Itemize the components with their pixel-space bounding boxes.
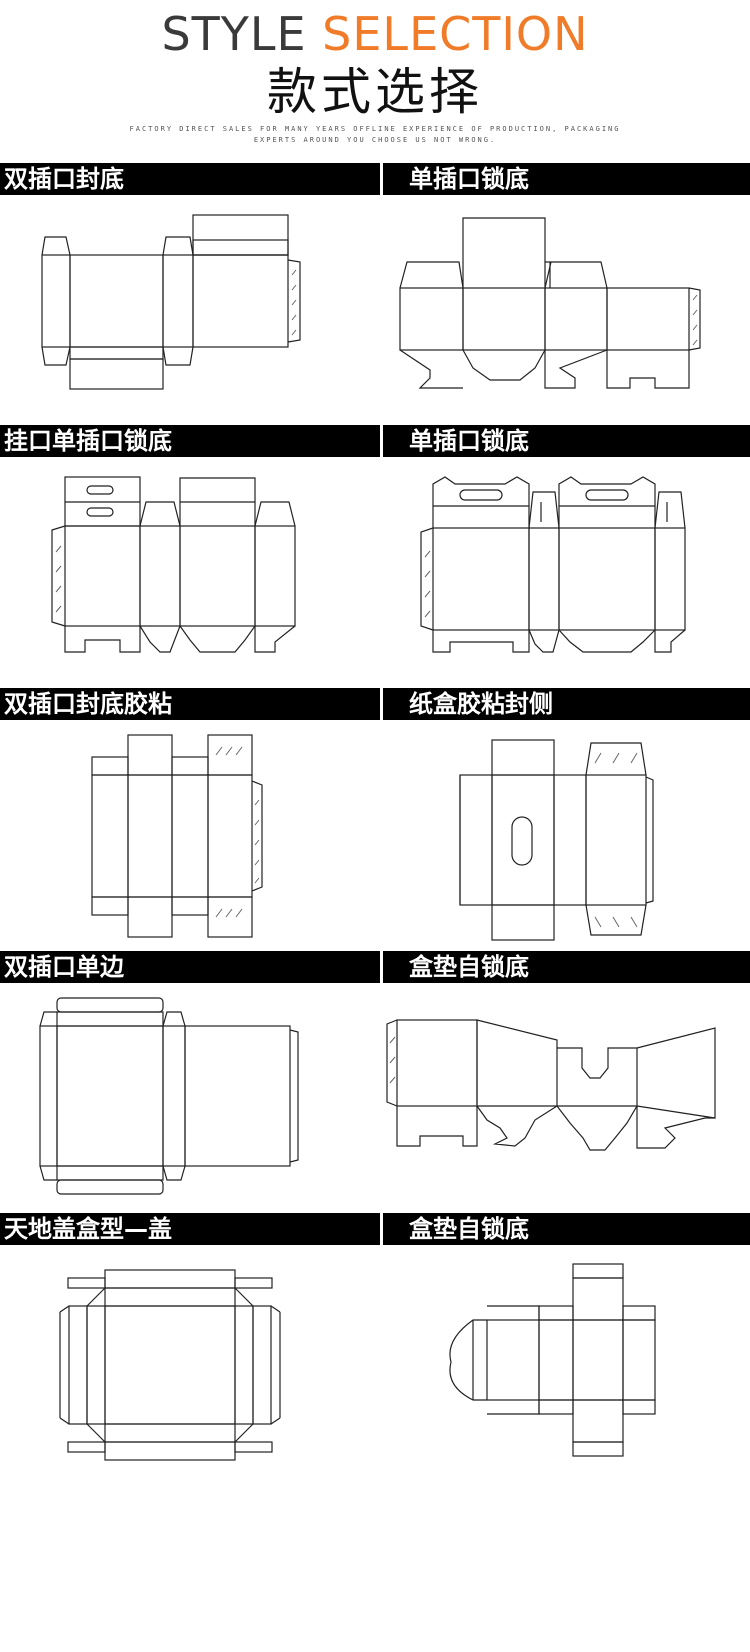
section-title-10: 盒垫自锁底	[383, 1213, 750, 1245]
section-title-7: 双插口单边	[0, 951, 380, 983]
diagram-9-lid-base-box-lid	[0, 1250, 375, 1470]
tagline-line-1: FACTORY DIRECT SALES FOR MANY YEARS OFFL…	[129, 125, 621, 133]
diagram-8-box-pad-lock-bottom	[375, 988, 750, 1208]
title-chinese: 款式选择	[267, 63, 483, 121]
section-title-4: 单插口锁底	[383, 425, 750, 457]
section-title-8: 盒垫自锁底	[383, 951, 750, 983]
diagram-6-glued-side-seal	[375, 725, 750, 945]
section-title-2: 单插口锁底	[383, 163, 750, 195]
diagram-5-double-tuck-glued	[0, 725, 375, 945]
title-english: STYLE SELECTION	[0, 4, 750, 64]
diagram-2-single-tuck-lock	[375, 200, 750, 420]
tagline-line-2: EXPERTS AROUND YOU CHOOSE US NOT WRONG.	[253, 136, 497, 144]
title-word-style: STYLE	[161, 7, 307, 61]
title-word-selection: SELECTION	[322, 7, 589, 61]
page-header: STYLE SELECTION 款式选择 FACTORY DIRECT SALE…	[0, 0, 750, 160]
section-title-5: 双插口封底胶粘	[0, 688, 380, 720]
diagram-4-single-tuck-lock-handle	[375, 462, 750, 682]
section-title-1: 双插口封底	[0, 163, 380, 195]
diagram-10-box-pad-lock-bottom-2	[375, 1250, 750, 1470]
tagline: FACTORY DIRECT SALES FOR MANY YEARS OFFL…	[100, 124, 650, 146]
diagram-3-hang-tab-single-tuck	[0, 462, 375, 682]
diagram-1-double-tuck-sealed	[0, 200, 375, 420]
diagram-7-double-tuck-single-side	[0, 988, 375, 1208]
section-title-6: 纸盒胶粘封侧	[383, 688, 750, 720]
section-title-9: 天地盖盒型—盖	[0, 1213, 380, 1245]
section-title-3: 挂口单插口锁底	[0, 425, 380, 457]
